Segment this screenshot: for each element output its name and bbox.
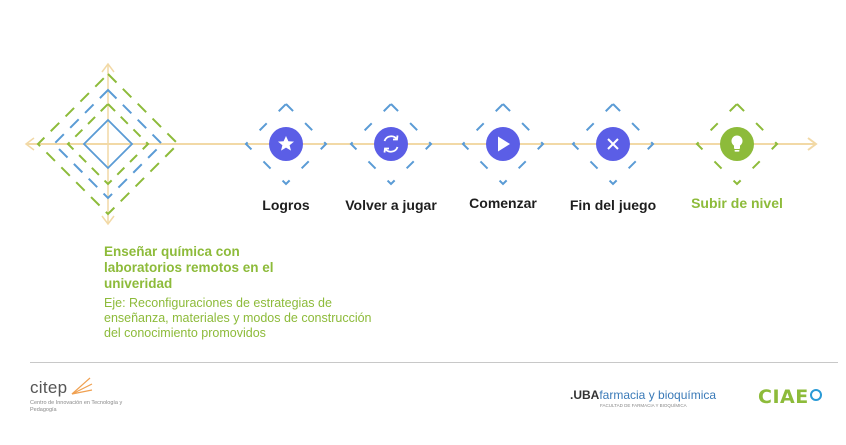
uba-prefix: .UBA <box>570 388 600 402</box>
ciaec-dot-icon <box>809 389 822 401</box>
ciaec-logo: CIAE <box>758 386 822 408</box>
nav-label-comenzar[interactable]: Comenzar <box>469 195 537 211</box>
decorative-diamond-icon <box>24 62 180 226</box>
nav-node-volver-a-jugar[interactable] <box>349 102 433 186</box>
star-icon <box>278 136 294 151</box>
nav-label-volver-a-jugar[interactable]: Volver a jugar <box>345 197 437 213</box>
nav-node-fin-del-juego[interactable] <box>571 102 655 186</box>
play-icon <box>498 136 510 152</box>
nav-label-subir-de-nivel[interactable]: Subir de nivel <box>691 195 783 211</box>
citep-logo: citep Centro de Innovación en Tecnología… <box>30 377 150 423</box>
uba-name: farmacia y bioquímica <box>599 388 717 402</box>
nav-label-fin-del-juego[interactable]: Fin del juego <box>569 197 657 213</box>
page-subtitle: Eje: Reconfiguraciones de estrategias de… <box>104 296 372 340</box>
nav-node-comenzar[interactable] <box>461 102 545 186</box>
ciaec-name: CIAE <box>758 386 809 408</box>
citep-sparkle-icon <box>71 377 93 395</box>
footer-divider <box>30 362 838 363</box>
page-title: Enseñar química con laboratorios remotos… <box>104 244 274 291</box>
uba-logo: .UBAfarmacia y bioquímica FACULTAD DE FA… <box>570 388 730 414</box>
nav-node-logros[interactable] <box>244 102 328 186</box>
close-icon <box>607 138 619 150</box>
citep-logo-tagline: Centro de Innovación en Tecnología y Ped… <box>30 400 123 413</box>
lightbulb-icon <box>731 135 743 152</box>
citep-logo-name: citep <box>30 378 68 397</box>
nav-label-logros[interactable]: Logros <box>262 197 310 213</box>
nav-node-subir-de-nivel[interactable] <box>695 102 779 186</box>
uba-tagline: FACULTAD DE FARMACIA Y BIOQUÍMICA <box>600 403 687 408</box>
timeline-arrow-end <box>807 137 818 151</box>
refresh-icon <box>383 135 399 153</box>
